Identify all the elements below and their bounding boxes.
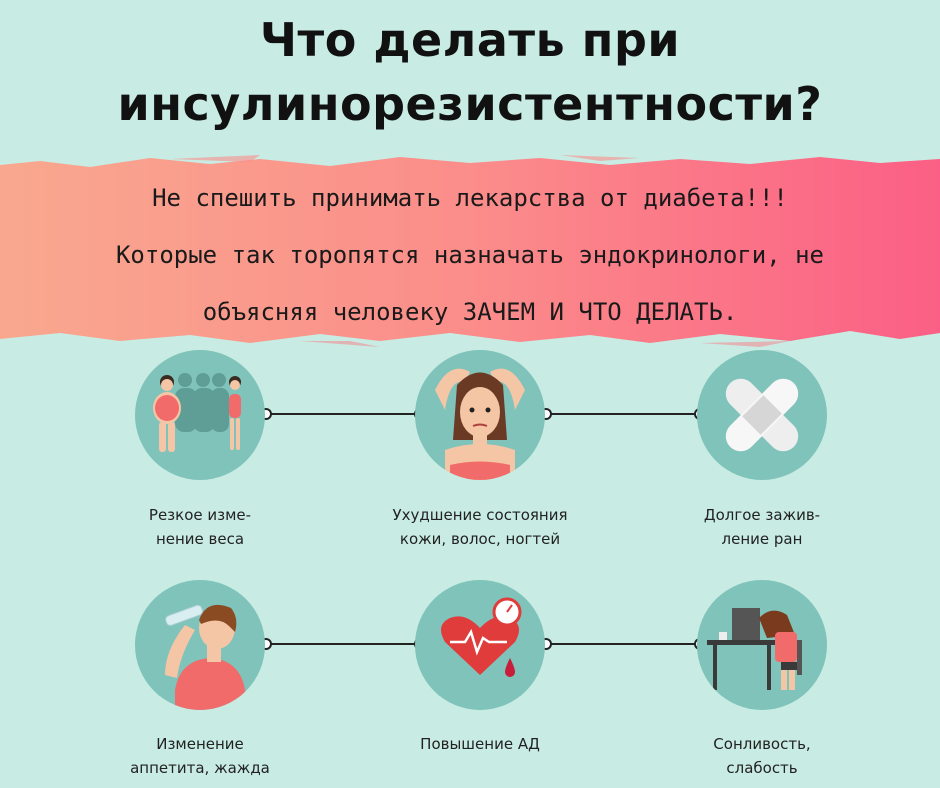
label-wound-healing: Долгое зажив- ление ран xyxy=(703,506,821,548)
drinking-person-icon xyxy=(135,580,265,710)
page-title: Что делать при инсулинорезистентности? xyxy=(0,8,940,136)
label-sleepiness: Сонливость, слабость xyxy=(713,735,811,777)
connector-row2-left xyxy=(260,638,426,650)
bandage-icon xyxy=(697,350,827,480)
connector-row1-left xyxy=(260,408,426,420)
label-skin-hair: Ухудшение состояния кожи, волос, ногтей xyxy=(392,506,568,548)
banner-text: Не спешить принимать лекарства от диабет… xyxy=(0,170,940,341)
weight-change-icon xyxy=(135,350,265,480)
connector-row1-right xyxy=(540,408,706,420)
hair-skin-icon xyxy=(415,350,545,480)
banner-line-3: объясняя человеку ЗАЧЕМ И ЧТО ДЕЛАТЬ. xyxy=(202,298,738,326)
heart-pressure-icon xyxy=(415,580,545,710)
title-line-1: Что делать при xyxy=(259,13,681,67)
label-appetite-thirst: Изменение аппетита, жажда xyxy=(130,735,270,777)
title-line-2: инсулинорезистентности? xyxy=(117,77,823,131)
banner-line-2: Которые так торопятся назначать эндокрин… xyxy=(115,241,824,269)
label-blood-pressure: Повышение АД xyxy=(420,735,540,753)
banner-line-1: Не спешить принимать лекарства от диабет… xyxy=(152,184,788,212)
label-weight-change: Резкое изме- нение веса xyxy=(148,506,252,548)
highlight-banner xyxy=(0,155,940,347)
tired-person-icon xyxy=(697,580,827,710)
connector-row2-right xyxy=(540,638,706,650)
brush-stroke-shape xyxy=(0,155,940,347)
